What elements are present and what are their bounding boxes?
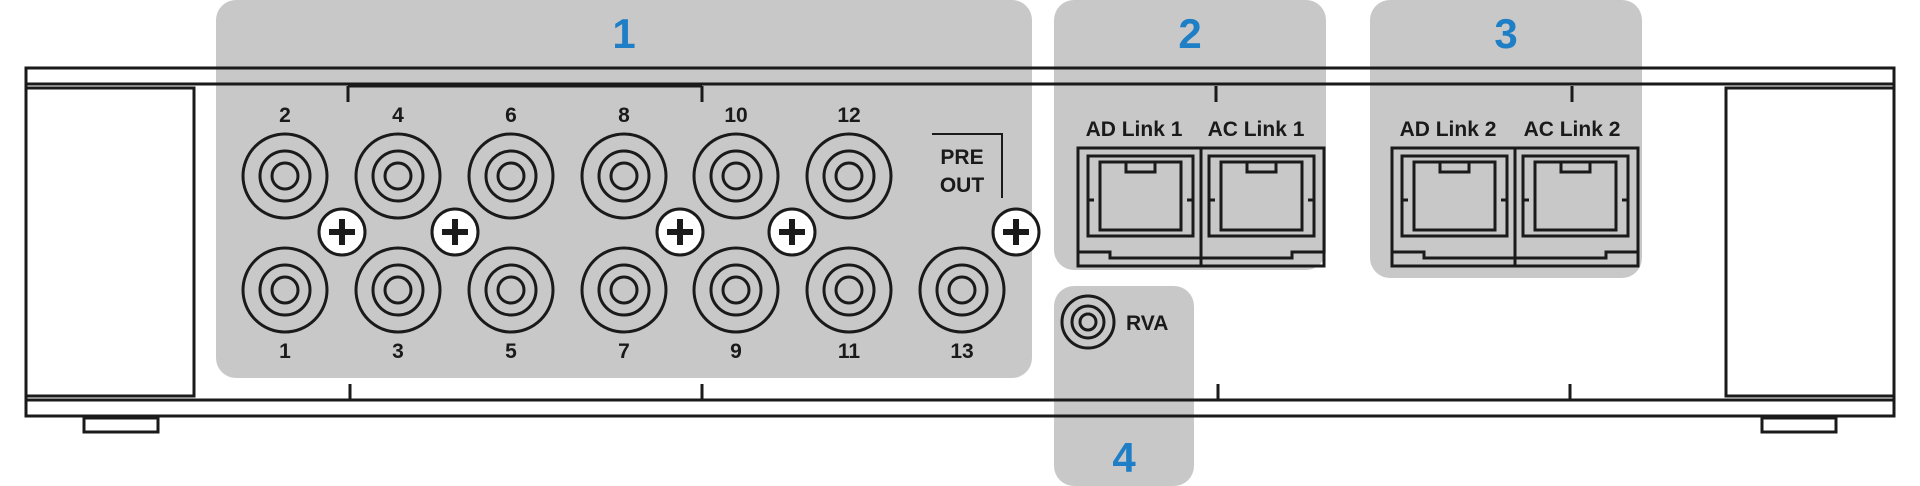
rca-jack-icon [467, 246, 555, 334]
plus-screw-icon [317, 207, 367, 257]
ac-link-2-label: AC Link 2 [1524, 118, 1621, 141]
rca-jack-icon [692, 246, 780, 334]
plus-screw-icon [991, 207, 1041, 257]
rca-jack-icon [241, 132, 329, 220]
rca-jack-icon [918, 246, 1006, 334]
rca-label-8: 8 [618, 104, 630, 127]
rca-jacks-top [241, 132, 893, 220]
chassis [24, 66, 1896, 434]
pre-out-bracket [932, 133, 1003, 198]
pre-out-label-line2: OUT [940, 174, 985, 197]
ad-link-1-label: AD Link 1 [1086, 118, 1183, 141]
rca-label-9: 9 [730, 340, 742, 363]
rca-label-12: 12 [837, 104, 860, 127]
rca-label-11: 11 [838, 340, 861, 363]
plus-screw-icon [767, 207, 817, 257]
rca-label-1: 1 [279, 340, 291, 363]
rca-label-6: 6 [505, 104, 517, 127]
rca-jack-icon [580, 132, 668, 220]
rj45-port-icon [1400, 154, 1509, 238]
rca-jack-icon [467, 132, 555, 220]
rj45-port-icon [1207, 154, 1316, 238]
rj45-block-2 [1390, 146, 1640, 268]
rva-label: RVA [1126, 312, 1168, 335]
section-number-1: 1 [612, 10, 635, 57]
plus-screw-icon [430, 207, 480, 257]
rca-label-3: 3 [392, 340, 404, 363]
rca-label-2: 2 [279, 104, 291, 127]
section-4-highlight [1054, 286, 1194, 486]
ac-link-1-label: AC Link 1 [1208, 118, 1305, 141]
plus-screw-icon [655, 207, 705, 257]
rca-label-10: 10 [724, 104, 747, 127]
rca-jack-icon [580, 246, 668, 334]
rca-jack-icon [354, 132, 442, 220]
ad-link-2-label: AD Link 2 [1400, 118, 1497, 141]
rj45-port-icon [1521, 154, 1630, 238]
rca-jack-icon [1060, 294, 1116, 350]
section-number-4: 4 [1112, 434, 1136, 481]
rj45-block-1 [1076, 146, 1326, 268]
rca-label-7: 7 [618, 340, 630, 363]
section-number-2: 2 [1178, 10, 1201, 57]
rca-label-5: 5 [505, 340, 517, 363]
rj45-port-icon [1086, 154, 1195, 238]
rca-jack-icon [241, 246, 329, 334]
pre-out-label-line1: PRE [940, 146, 983, 169]
rca-jack-icon [354, 246, 442, 334]
rca-label-13: 13 [950, 340, 973, 363]
rca-jacks-bottom [241, 246, 1006, 334]
section-number-3: 3 [1494, 10, 1517, 57]
rca-jack-icon [692, 132, 780, 220]
rca-jack-icon [805, 246, 893, 334]
rca-label-4: 4 [392, 104, 404, 127]
screws [317, 207, 1041, 257]
rca-jack-icon [805, 132, 893, 220]
